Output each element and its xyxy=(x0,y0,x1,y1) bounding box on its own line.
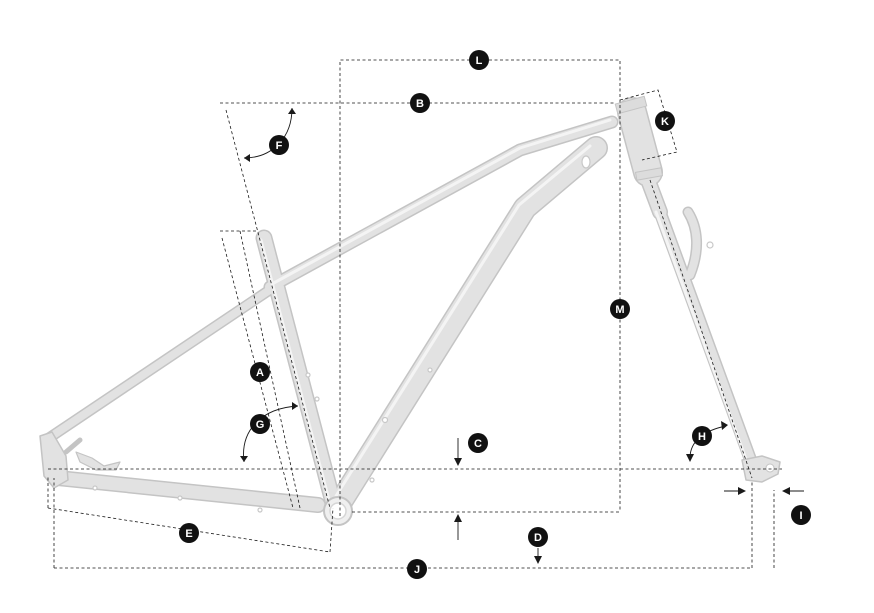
bike-frame xyxy=(39,95,781,526)
svg-text:K: K xyxy=(661,116,669,128)
headset xyxy=(614,95,648,115)
crown xyxy=(635,167,663,181)
svg-text:D: D xyxy=(534,532,542,544)
svg-text:H: H xyxy=(698,431,706,443)
marker-a: A xyxy=(250,362,270,382)
dimension-markers: A B C D E F G H xyxy=(179,50,811,579)
dim-fork-axis xyxy=(649,179,753,479)
svg-text:E: E xyxy=(185,528,192,540)
marker-g: G xyxy=(250,414,270,434)
brake-mount xyxy=(75,451,121,471)
marker-m: M xyxy=(610,299,630,319)
dim-e-line xyxy=(47,507,331,553)
marker-b: B xyxy=(410,93,430,113)
svg-text:F: F xyxy=(276,140,283,152)
marker-e: E xyxy=(179,523,199,543)
marker-f: F xyxy=(269,135,289,155)
dim-g-arc xyxy=(243,405,299,463)
marker-l: L xyxy=(469,50,489,70)
svg-text:G: G xyxy=(256,419,265,431)
marker-c: C xyxy=(468,433,488,453)
svg-text:A: A xyxy=(256,367,264,379)
marker-k: K xyxy=(655,111,675,131)
marker-j: J xyxy=(407,559,427,579)
rear-dropout xyxy=(39,431,69,489)
svg-text:L: L xyxy=(476,55,483,67)
marker-i: I xyxy=(791,505,811,525)
marker-h: H xyxy=(692,426,712,446)
fork-dropout xyxy=(741,455,781,483)
dim-seat-angle-ext xyxy=(225,109,331,509)
svg-text:C: C xyxy=(474,438,482,450)
svg-text:I: I xyxy=(799,510,802,522)
svg-text:B: B xyxy=(416,98,424,110)
svg-text:M: M xyxy=(615,304,624,316)
svg-text:J: J xyxy=(414,564,420,576)
marker-d: D xyxy=(528,527,548,547)
